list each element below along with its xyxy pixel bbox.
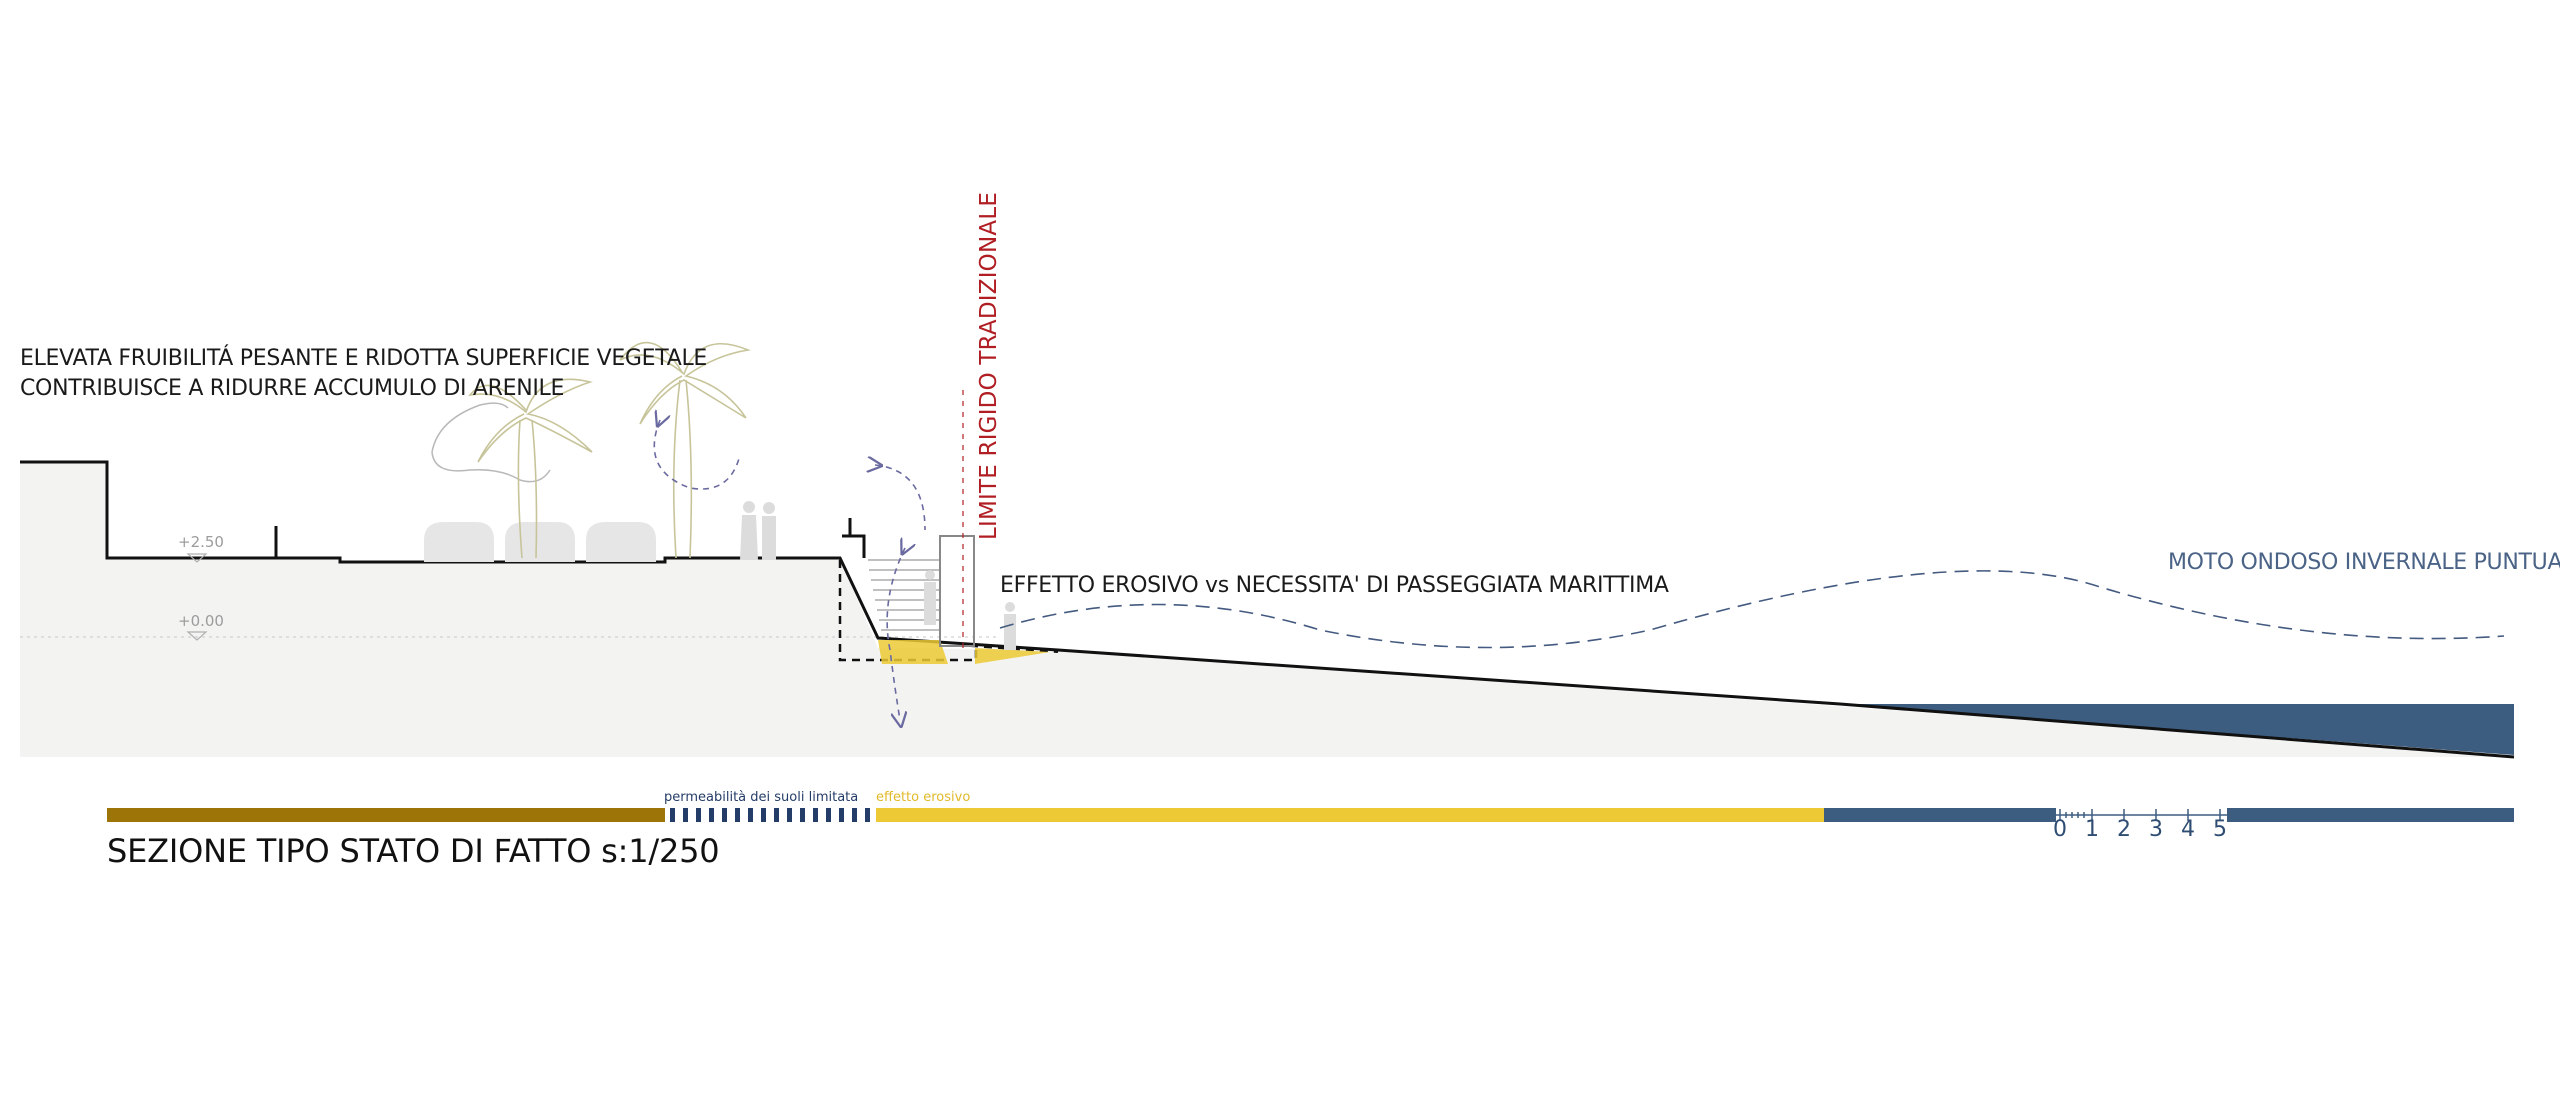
palm-1-fronds xyxy=(468,378,593,463)
legend-bar-brown xyxy=(107,808,665,822)
palm-2-trunk xyxy=(672,379,693,559)
legend-label-erosion: effetto erosivo xyxy=(876,790,971,805)
erosion-patch-2 xyxy=(975,648,1050,664)
legend-bar-striped xyxy=(670,808,870,822)
graphic-scale xyxy=(2056,809,2227,821)
ground-section xyxy=(20,462,2514,757)
erosion-arrow xyxy=(886,548,905,720)
note-winter-waves: MOTO ONDOSO INVERNALE PUNTUALE xyxy=(2168,550,2560,575)
level-marker-upper xyxy=(186,553,208,563)
legend-bar-sea xyxy=(1824,808,2056,822)
scale-tick-5: 5 xyxy=(2213,817,2227,842)
parapet xyxy=(842,518,866,558)
people xyxy=(740,501,1016,650)
car-2 xyxy=(505,522,575,562)
ground-profile-line xyxy=(20,460,2515,759)
erosion-patch-1 xyxy=(878,640,948,664)
legend-label-permeability: permeabilità dei suoli limitata xyxy=(664,790,859,805)
scale-tick-0: 0 xyxy=(2053,817,2067,842)
rotation-arrow-left xyxy=(653,420,741,490)
palm-1-trunk xyxy=(517,419,538,559)
note-erosion-effect: EFFETTO EROSIVO vs NECESSITA' DI PASSEGG… xyxy=(1000,573,1669,598)
scale-tick-1: 1 xyxy=(2085,817,2099,842)
note-usage-line-1: ELEVATA FRUIBILITÁ PESANTE E RIDOTTA SUP… xyxy=(20,346,708,371)
car-3 xyxy=(586,522,656,562)
rotation-arrow-wall xyxy=(875,465,926,531)
label-rigid-limit: LIMITE RIGIDO TRADIZIONALE xyxy=(976,191,1002,540)
car-1 xyxy=(424,522,494,562)
palm-trees xyxy=(468,341,751,559)
level-marker-zero xyxy=(186,631,208,641)
parked-cars xyxy=(424,522,656,562)
scale-tick-3: 3 xyxy=(2149,817,2163,842)
winter-wave-line xyxy=(999,570,2505,649)
section-title: SEZIONE TIPO STATO DI FATTO s:1/250 xyxy=(107,832,720,870)
rigid-wall xyxy=(939,535,975,647)
legend-bar-sea-end xyxy=(2227,808,2514,822)
level-zero-label: +0.00 xyxy=(178,612,224,630)
legend-bar-yellow xyxy=(876,808,1824,822)
palm-2-fronds xyxy=(619,341,751,425)
level-upper-label: +2.50 xyxy=(178,533,224,551)
note-usage-line-2: CONTRIBUISCE A RIDURRE ACCUMULO DI ARENI… xyxy=(20,376,565,401)
bush-outline xyxy=(431,402,551,483)
scale-tick-2: 2 xyxy=(2117,817,2131,842)
scale-tick-4: 4 xyxy=(2181,817,2195,842)
